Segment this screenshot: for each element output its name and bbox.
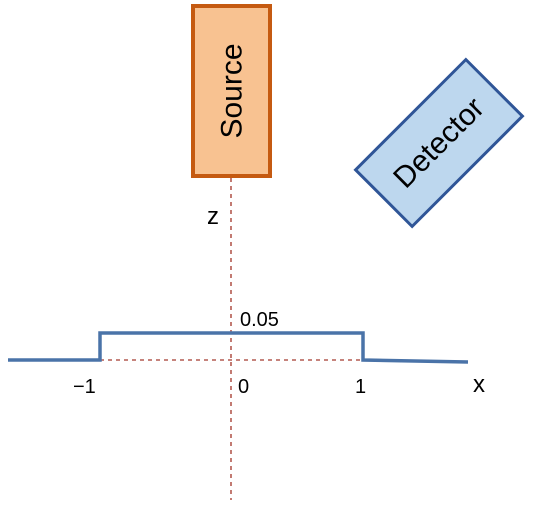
tick-label-minus-one: −1	[73, 376, 96, 398]
source-box: Source	[191, 4, 272, 178]
detector-box: Detector	[353, 57, 525, 229]
detector-rect	[353, 57, 525, 229]
z-axis-label: z	[207, 203, 219, 230]
profile-step-line	[8, 331, 469, 364]
source-rect	[191, 4, 272, 178]
height-label: 0.05	[240, 309, 279, 331]
tick-label-zero: 0	[238, 376, 249, 398]
source-label: Source	[216, 43, 249, 138]
tick-label-one: 1	[355, 376, 366, 398]
x-axis-label: x	[473, 371, 485, 398]
